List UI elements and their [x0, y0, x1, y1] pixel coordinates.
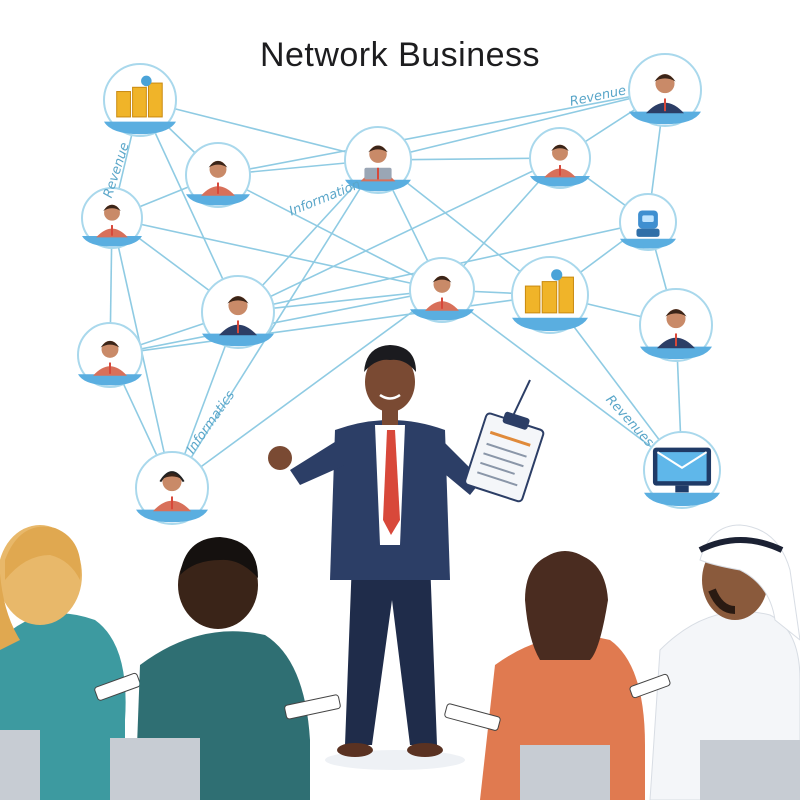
connection-line — [171, 159, 379, 489]
node-woman-monitor — [639, 288, 713, 362]
node-laptop-worker — [344, 126, 412, 194]
coins-icon — [524, 269, 574, 314]
audience-member-center-left — [110, 537, 341, 800]
person-icon — [218, 296, 258, 336]
presenter — [268, 345, 545, 770]
node-woman-right — [529, 127, 591, 189]
node-businessman-top-right — [628, 53, 702, 127]
person-icon — [425, 275, 459, 311]
clipboard-icon — [464, 411, 545, 503]
node-email-monitor — [643, 431, 721, 509]
node-coins-center-right — [511, 256, 589, 334]
connection-line — [377, 89, 666, 161]
node-coins-top-left — [103, 63, 177, 137]
person-icon — [93, 340, 127, 376]
node-businessman-center-left — [201, 275, 275, 349]
connection-line — [109, 294, 551, 356]
connection-line — [217, 89, 666, 176]
node-robot — [619, 193, 677, 251]
meeting-scene — [0, 345, 800, 800]
person-icon — [201, 160, 235, 196]
connection-line — [237, 157, 561, 313]
laptop-person-icon — [360, 145, 396, 182]
connection-line — [217, 174, 443, 291]
node-woman-left — [81, 187, 143, 249]
coins-icon — [116, 75, 163, 118]
diagram-title: Network Business — [259, 36, 541, 74]
email-monitor-icon — [652, 447, 712, 493]
node-woman-desk — [77, 322, 143, 388]
connection-line — [109, 289, 443, 356]
connection-line — [139, 99, 239, 313]
audience-member-right — [629, 524, 800, 800]
audience-member-left — [0, 525, 141, 800]
connection-line — [171, 289, 443, 489]
node-woman-top — [185, 142, 251, 208]
person-icon — [656, 309, 696, 349]
node-woman-center — [409, 257, 475, 323]
node-headset-agent — [135, 451, 209, 525]
audience-member-center-right — [444, 551, 645, 800]
headset-person-icon — [152, 471, 192, 512]
network-nodes — [77, 53, 721, 525]
connection-line — [111, 217, 443, 291]
connection-line — [139, 99, 379, 161]
person-icon — [96, 204, 128, 238]
robot-icon — [636, 210, 660, 237]
person-icon — [544, 144, 576, 178]
person-icon — [645, 74, 685, 114]
connection-line — [441, 289, 683, 471]
